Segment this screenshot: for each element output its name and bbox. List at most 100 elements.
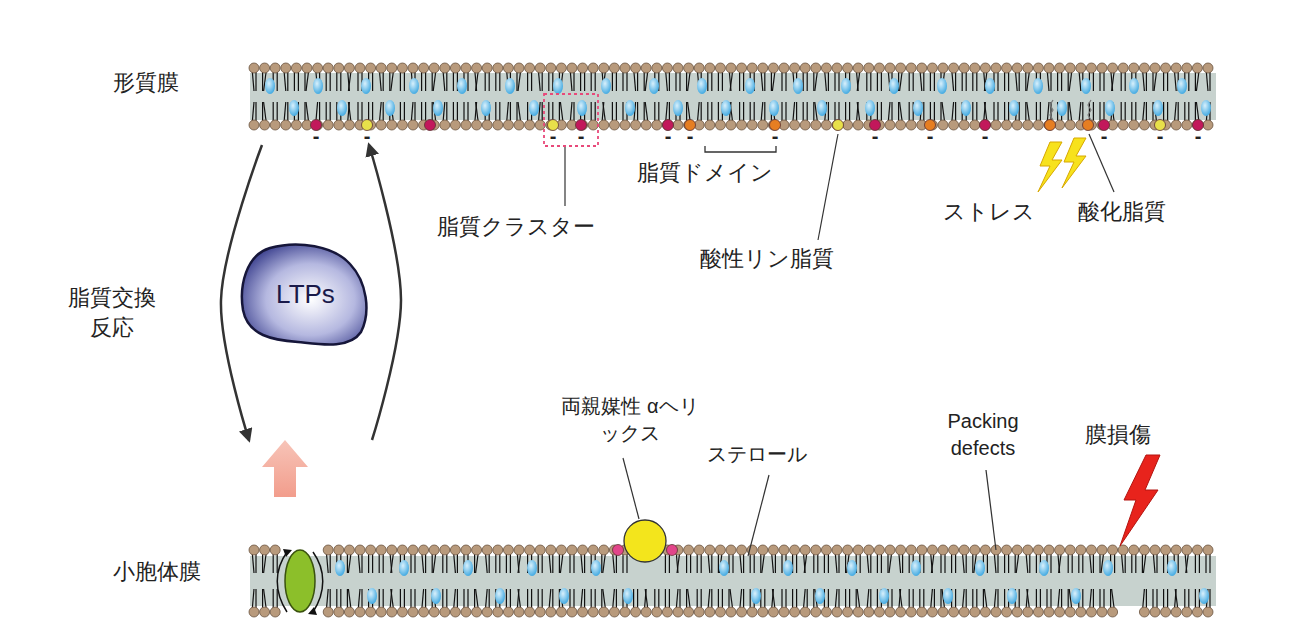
phospholipid (1097, 63, 1107, 91)
phospholipid (970, 589, 980, 617)
lipid-head (747, 607, 757, 617)
phospholipid (302, 63, 312, 91)
lipid-head (503, 607, 513, 617)
sterol (769, 100, 779, 116)
phospholipid (376, 102, 386, 130)
phospholipid (397, 102, 407, 130)
lipid-head (493, 545, 503, 555)
phospholipid (853, 102, 863, 130)
phospholipid (970, 102, 980, 130)
lipid-head (959, 120, 969, 130)
lipid-head (631, 120, 641, 130)
lipid-head (768, 545, 778, 555)
lipid-head (546, 545, 556, 555)
lipid-head (662, 63, 672, 73)
lipid-head (588, 545, 598, 555)
phospholipid (249, 589, 259, 617)
phospholipid (631, 63, 641, 91)
phospholipid (514, 63, 524, 91)
lipid-head (821, 607, 831, 617)
lipid-head (408, 120, 418, 130)
lipid-head (1065, 63, 1075, 73)
phospholipid (1182, 589, 1192, 617)
sterol (591, 560, 601, 576)
lipid-head (843, 545, 853, 555)
lipid-head (991, 63, 1001, 73)
phospholipid (959, 589, 969, 617)
phospholipid (387, 589, 397, 617)
phospholipid (1055, 589, 1065, 617)
phospholipid (705, 102, 715, 130)
flip-arrow (313, 552, 323, 612)
lipid-head (440, 63, 450, 73)
phospholipid (461, 102, 471, 130)
sterol (409, 78, 419, 94)
callout-label: 酸化脂質 (1078, 197, 1166, 227)
phospholipid (482, 63, 492, 91)
charge-sign: - (1188, 126, 1208, 146)
lipid-head (1086, 607, 1096, 617)
lipid-head (408, 607, 418, 617)
lipid-head (927, 545, 937, 555)
lipid-head (291, 120, 301, 130)
lipid-head (1076, 545, 1086, 555)
phospholipid (1139, 545, 1149, 573)
phospholipid (832, 545, 842, 573)
phospholipid (1002, 63, 1012, 91)
lipid-head (896, 63, 906, 73)
lipid-head (482, 63, 492, 73)
lipid-head (694, 63, 704, 73)
charged-lipid-head (1083, 120, 1094, 131)
lipid-head (949, 607, 959, 617)
lipid-head (440, 120, 450, 130)
phospholipid (1139, 102, 1149, 130)
phospholipid (1182, 102, 1192, 130)
phospholipid (1129, 102, 1139, 130)
phospholipid (514, 545, 524, 573)
lipid-head (482, 545, 492, 555)
phospholipid (546, 545, 556, 573)
phospholipid (1139, 589, 1149, 617)
phospholipid (1150, 63, 1160, 91)
lipid-head (588, 63, 598, 73)
phospholipid (726, 589, 736, 617)
phospholipid (970, 63, 980, 91)
lipid-head (281, 63, 291, 73)
phospholipid (715, 63, 725, 91)
phospholipid (419, 589, 429, 617)
phospholipid (959, 545, 969, 573)
lipid-head (917, 545, 927, 555)
lipid-head (1139, 63, 1149, 73)
lipid-head (344, 545, 354, 555)
lipid-head (344, 607, 354, 617)
lipid-head (673, 63, 683, 73)
lipid-head (1171, 63, 1181, 73)
transporter-protein (285, 550, 315, 612)
callout-label: 脂質交換 反応 (62, 283, 162, 342)
sterol (793, 78, 803, 94)
lipid-head (779, 607, 789, 617)
phospholipid (927, 63, 937, 91)
charged-lipid-head (833, 120, 844, 131)
lipid-head (1012, 120, 1022, 130)
phospholipid (323, 63, 333, 91)
lipid-head (800, 607, 810, 617)
lipid-head (535, 607, 545, 617)
phospholipid (715, 589, 725, 617)
lipid-head (461, 545, 471, 555)
phospholipid (525, 589, 535, 617)
lipid-head (1023, 120, 1033, 130)
lipid-head (1203, 120, 1213, 130)
lipid-head (397, 120, 407, 130)
phospholipid (1097, 589, 1107, 617)
phospholipid (1012, 545, 1022, 573)
lipid-head (1002, 607, 1012, 617)
lipid-head (302, 63, 312, 73)
phospholipid (726, 63, 736, 91)
phospholipid (652, 102, 662, 130)
lipid-head (917, 63, 927, 73)
lipid-head (652, 63, 662, 73)
lipid-head (853, 607, 863, 617)
phospholipid (429, 545, 439, 573)
lipid-head (323, 120, 333, 130)
